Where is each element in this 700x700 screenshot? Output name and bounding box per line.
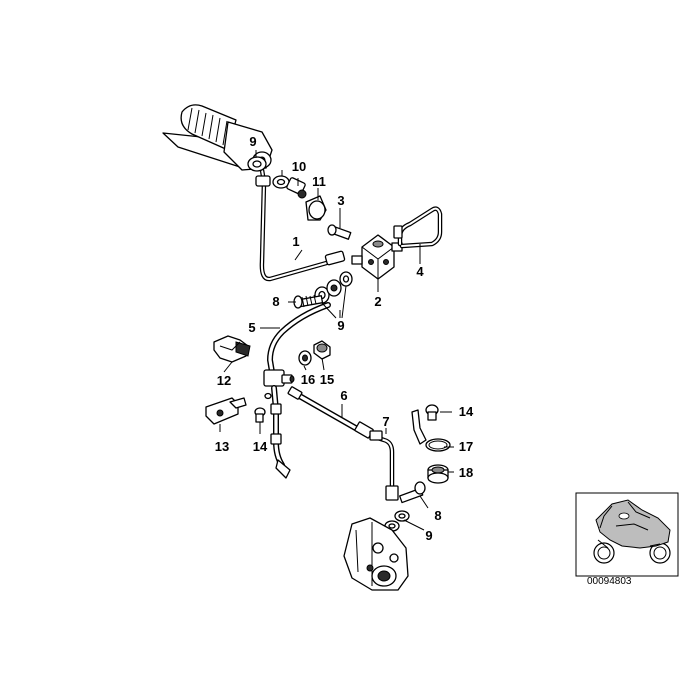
callout-14-right: 14 [459,404,474,419]
callout-13: 13 [215,439,229,454]
screw-14-left [254,407,266,423]
washer-9-top [247,156,267,172]
brake-pipe-4 [393,206,443,249]
banjo-bolt-10 [286,177,307,199]
bracket-13 [205,397,247,425]
screw-14-right [425,404,439,421]
callout-9-top: 9 [249,134,256,149]
callout-9-lower: 9 [425,528,432,543]
callout-7: 7 [382,414,389,429]
callout-5: 5 [248,320,255,335]
sleeve-15 [313,340,331,360]
banjo-fitting [326,279,342,297]
callout-4: 4 [416,264,424,279]
brake-line-5 [263,302,331,479]
callout-8-upper: 8 [272,294,279,309]
callout-3: 3 [337,193,344,208]
callout-10: 10 [292,159,306,174]
callout-8-lower: 8 [434,508,441,523]
bracket-clip-17 [411,409,451,452]
callout-1: 1 [292,234,299,249]
nut-16 [298,350,312,366]
screw-14-small [264,392,272,400]
distributor-block-2 [351,234,403,280]
brake-line-6 [287,386,374,439]
callout-11: 11 [312,174,326,189]
callout-2: 2 [374,294,381,309]
callout-14-left: 14 [253,439,268,454]
callout-6: 6 [340,388,347,403]
washer-9-middle-a [339,271,353,287]
leader-lines [219,150,454,531]
reference-number: 00094803 [587,576,632,587]
callout-17: 17 [459,439,473,454]
bolt-8-lower [398,481,426,504]
holder-12 [213,335,251,363]
brake-line-1 [255,167,346,282]
motorcycle-icon [593,499,671,564]
callout-labels: 1 2 3 4 5 6 7 8 8 9 9 9 10 11 12 13 14 1… [215,134,474,543]
brake-line-7 [369,430,399,501]
washer-9-lower [384,510,410,532]
brake-caliper [343,517,409,591]
callout-15: 15 [320,372,334,387]
callout-9-middle: 9 [337,318,344,333]
cap-11 [305,195,327,221]
callout-16: 16 [301,372,315,387]
bolt-3 [327,224,352,240]
callout-18: 18 [459,465,473,480]
motorcycle-inset: 00094803 [575,492,679,587]
grommet-18 [427,464,449,484]
callout-12: 12 [217,373,231,388]
